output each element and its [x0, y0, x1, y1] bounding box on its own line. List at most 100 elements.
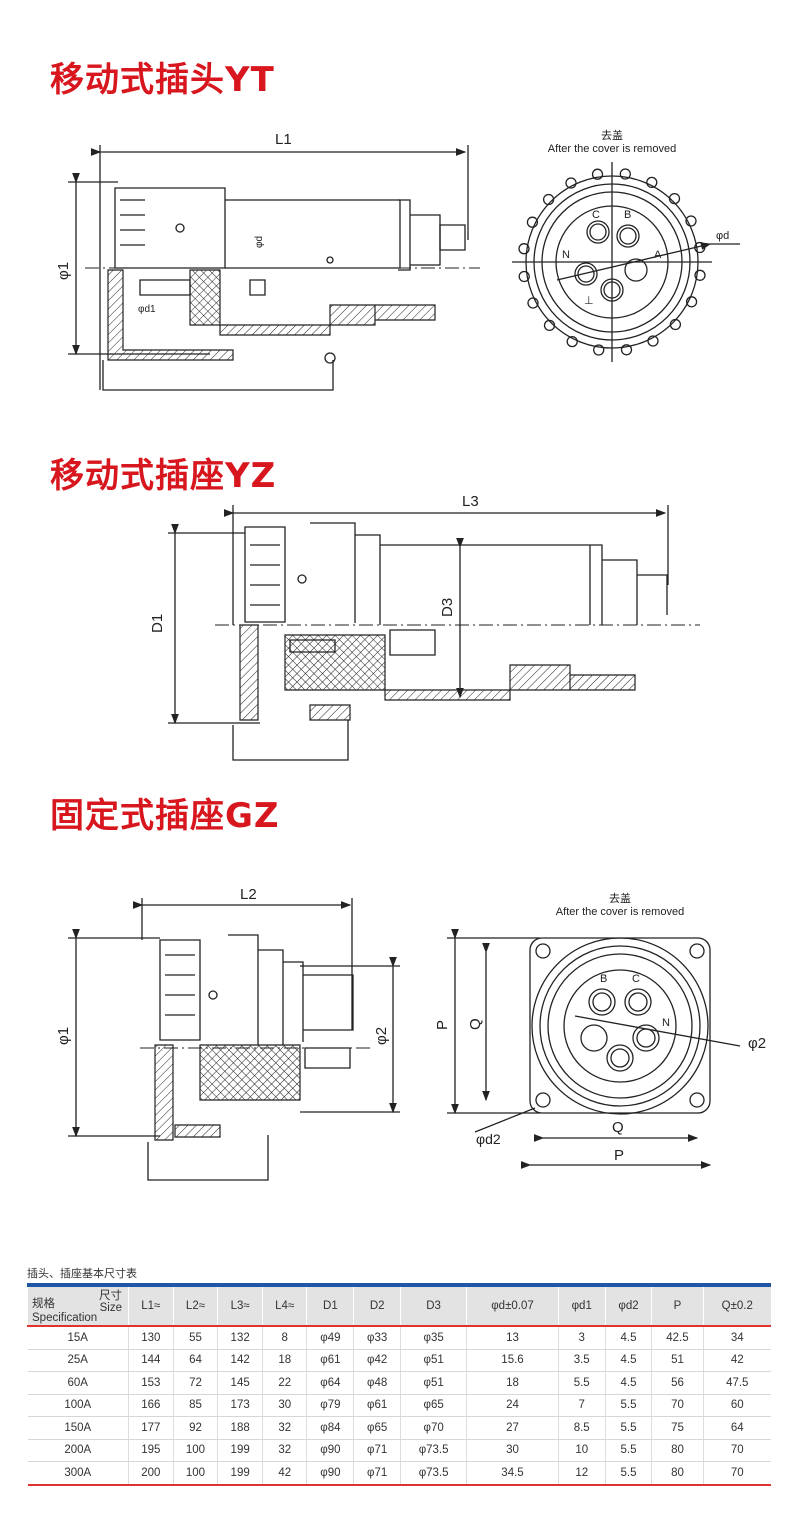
dim-q-horizontal: Q: [612, 1119, 624, 1136]
value-cell: φ71: [353, 1439, 401, 1462]
value-cell: 100: [172, 1461, 218, 1486]
column-header: φd1: [557, 1283, 606, 1327]
value-cell: φ65: [353, 1416, 401, 1440]
value-cell: 199: [217, 1461, 263, 1486]
value-cell: φ71: [353, 1461, 401, 1486]
value-cell: 100: [172, 1439, 218, 1462]
section-title-yz: 移动式插座YZ: [50, 456, 277, 496]
spec-cell: 15A: [27, 1326, 129, 1350]
spec-cell: 200A: [27, 1439, 129, 1462]
value-cell: 3: [557, 1326, 606, 1350]
value-cell: φ61: [306, 1349, 354, 1372]
grip-bump: [685, 296, 698, 308]
spec-cell: 100A: [27, 1394, 129, 1417]
value-cell: 188: [217, 1416, 263, 1440]
socket-gz-drawing: L2 φ1 φ2: [55, 886, 400, 1181]
value-cell: 70: [702, 1439, 771, 1462]
grip-bump: [543, 319, 556, 332]
value-cell: 34.5: [466, 1461, 559, 1486]
column-header: L4≈: [261, 1283, 307, 1327]
value-cell: φ49: [306, 1326, 354, 1350]
grip-bump: [527, 297, 539, 309]
cover-label-cn: 去盖: [601, 128, 623, 142]
value-cell: 177: [128, 1416, 174, 1440]
grip-bump: [685, 215, 697, 227]
value-cell: 153: [128, 1371, 174, 1395]
value-cell: 3.5: [557, 1349, 606, 1372]
value-cell: 130: [128, 1326, 174, 1350]
grip-bump: [518, 270, 530, 283]
cover-label-en-gz: After the cover is removed: [556, 906, 684, 918]
value-cell: 5.5: [604, 1461, 652, 1486]
spec-cell: 25A: [27, 1349, 129, 1372]
column-header: φd2: [604, 1283, 652, 1327]
value-cell: 70: [651, 1394, 704, 1417]
grip-bump: [566, 335, 578, 348]
value-cell: 47.5: [702, 1371, 771, 1395]
value-cell: φ33: [353, 1326, 401, 1350]
spec-cell: 300A: [27, 1461, 129, 1486]
value-cell: 173: [217, 1394, 263, 1417]
dim-q-vertical: Q: [467, 1018, 484, 1030]
dim-l1: L1: [275, 131, 292, 148]
value-cell: φ65: [400, 1394, 467, 1417]
value-cell: 22: [261, 1371, 307, 1395]
column-header: D3: [400, 1283, 467, 1327]
value-cell: 80: [651, 1461, 704, 1486]
value-cell: φ90: [306, 1461, 354, 1486]
value-cell: 32: [261, 1439, 307, 1462]
dim-phi1: φ1: [55, 262, 72, 280]
grip-bump: [542, 193, 555, 206]
corner-spec-en: Specification: [32, 1312, 98, 1324]
value-cell: 42.5: [651, 1326, 704, 1350]
pin-b: B: [624, 209, 631, 221]
label-phid2: φd2: [476, 1131, 501, 1147]
value-cell: 7: [557, 1394, 606, 1417]
corner-size-cn: 尺寸: [99, 1290, 122, 1302]
value-cell: 144: [128, 1349, 174, 1372]
grip-bump: [526, 216, 539, 228]
section-title-yt: 移动式插头YT: [50, 60, 275, 100]
pin-a: A: [654, 249, 662, 261]
value-cell: 72: [172, 1371, 218, 1395]
value-cell: 56: [651, 1371, 704, 1395]
cover-label-en: After the cover is removed: [548, 143, 676, 155]
value-cell: φ84: [306, 1416, 354, 1440]
column-header: L2≈: [172, 1283, 218, 1327]
value-cell: 64: [702, 1416, 771, 1440]
plug-yt-face-view: 去盖 After the cover is removed C B N A ⊥ …: [512, 128, 740, 362]
value-cell: 32: [261, 1416, 307, 1440]
value-cell: 15.6: [466, 1349, 559, 1372]
pin-ground: ⊥: [584, 295, 594, 307]
value-cell: 42: [702, 1349, 771, 1372]
value-cell: φ48: [353, 1371, 401, 1395]
value-cell: 85: [172, 1394, 218, 1417]
corner-spec-cn: 规格: [32, 1298, 55, 1310]
value-cell: 18: [466, 1371, 559, 1395]
value-cell: φ42: [353, 1349, 401, 1372]
value-cell: 55: [172, 1326, 218, 1350]
dim-l3: L3: [462, 495, 479, 510]
value-cell: 12: [557, 1461, 606, 1486]
value-cell: 142: [217, 1349, 263, 1372]
corner-header: 尺寸 Size 规格 Specification: [27, 1283, 129, 1327]
value-cell: 195: [128, 1439, 174, 1462]
value-cell: φ64: [306, 1371, 354, 1395]
section-title-gz: 固定式插座GZ: [50, 796, 280, 836]
socket-yz-drawing: L3 D1 D3: [149, 495, 700, 761]
spec-cell: 60A: [27, 1371, 129, 1395]
value-cell: φ73.5: [400, 1461, 467, 1486]
value-cell: 8: [261, 1326, 307, 1350]
value-cell: 5.5: [604, 1394, 652, 1417]
value-cell: 18: [261, 1349, 307, 1372]
plug-yt-drawing: L1 φ1 φd1 φd: [55, 131, 480, 391]
value-cell: 80: [651, 1439, 704, 1462]
grip-bump: [669, 318, 682, 331]
value-cell: 4.5: [604, 1326, 652, 1350]
value-cell: φ51: [400, 1371, 467, 1395]
